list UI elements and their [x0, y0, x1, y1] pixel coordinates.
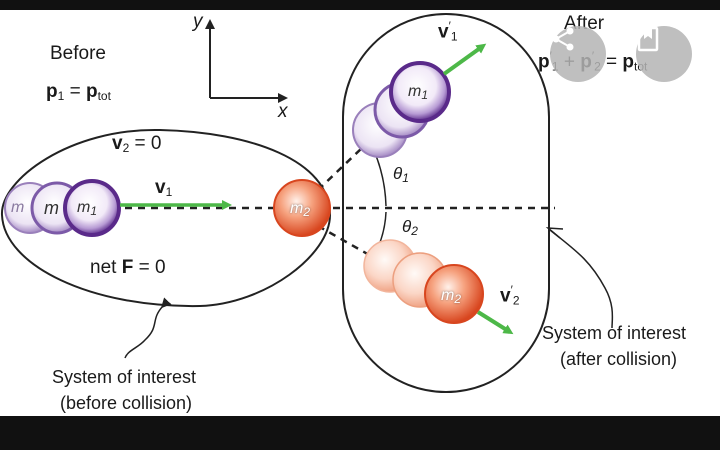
before-title: Before: [50, 43, 106, 64]
m2-before-label: m2: [290, 200, 311, 219]
after-label-leader: [549, 229, 614, 329]
after-system-label-line1: System of interest: [542, 323, 687, 343]
m1-before-balls: [4, 179, 121, 237]
m1-after-balls: [352, 61, 451, 158]
v2-prime-label: v′2: [500, 283, 520, 308]
m2-after-label: m2: [441, 287, 462, 306]
after-label-arrowhead: [545, 227, 564, 239]
diagram-graphics: [0, 13, 614, 393]
ghost-m-label-2: m: [44, 198, 59, 218]
before-system-label-line1: System of interest: [52, 367, 197, 387]
m1-before-label: m1: [77, 199, 98, 218]
before-system-ellipse: [0, 128, 332, 308]
after-system-label-line2: (after collision): [560, 349, 678, 369]
bookmark-icon: [637, 26, 659, 52]
v1-prime-label: v′1: [438, 19, 458, 44]
share-icon: [552, 27, 574, 51]
theta1-label: θ1: [393, 164, 409, 185]
y-axis-label: y: [193, 11, 203, 32]
v2-zero-label: v2 = 0: [112, 133, 162, 155]
share-button[interactable]: [550, 26, 606, 82]
coordinate-axes: [205, 19, 288, 103]
before-momentum-equation: p1 = ptot: [46, 81, 111, 103]
before-system-label-line2: (before collision): [60, 393, 193, 413]
m2-after-balls: [363, 239, 484, 324]
net-force-label: net F = 0: [90, 257, 166, 278]
save-button[interactable]: [636, 26, 692, 82]
v1-label: v1: [155, 177, 173, 199]
x-axis-label: x: [278, 101, 288, 122]
after-system-ellipse: [342, 13, 550, 393]
v1-prime-arrow: [442, 43, 487, 76]
theta2-label: θ2: [402, 217, 418, 238]
collision-diagram: y x Before p1 = ptot v2 = 0 v1 net F = 0…: [0, 10, 720, 416]
m1-after-label: m1: [408, 83, 429, 102]
v2-prime-arrow: [476, 310, 514, 335]
ghost-m-label: m: [11, 199, 25, 216]
before-label-leader: [124, 297, 172, 359]
m2-before-ball: [273, 179, 331, 237]
